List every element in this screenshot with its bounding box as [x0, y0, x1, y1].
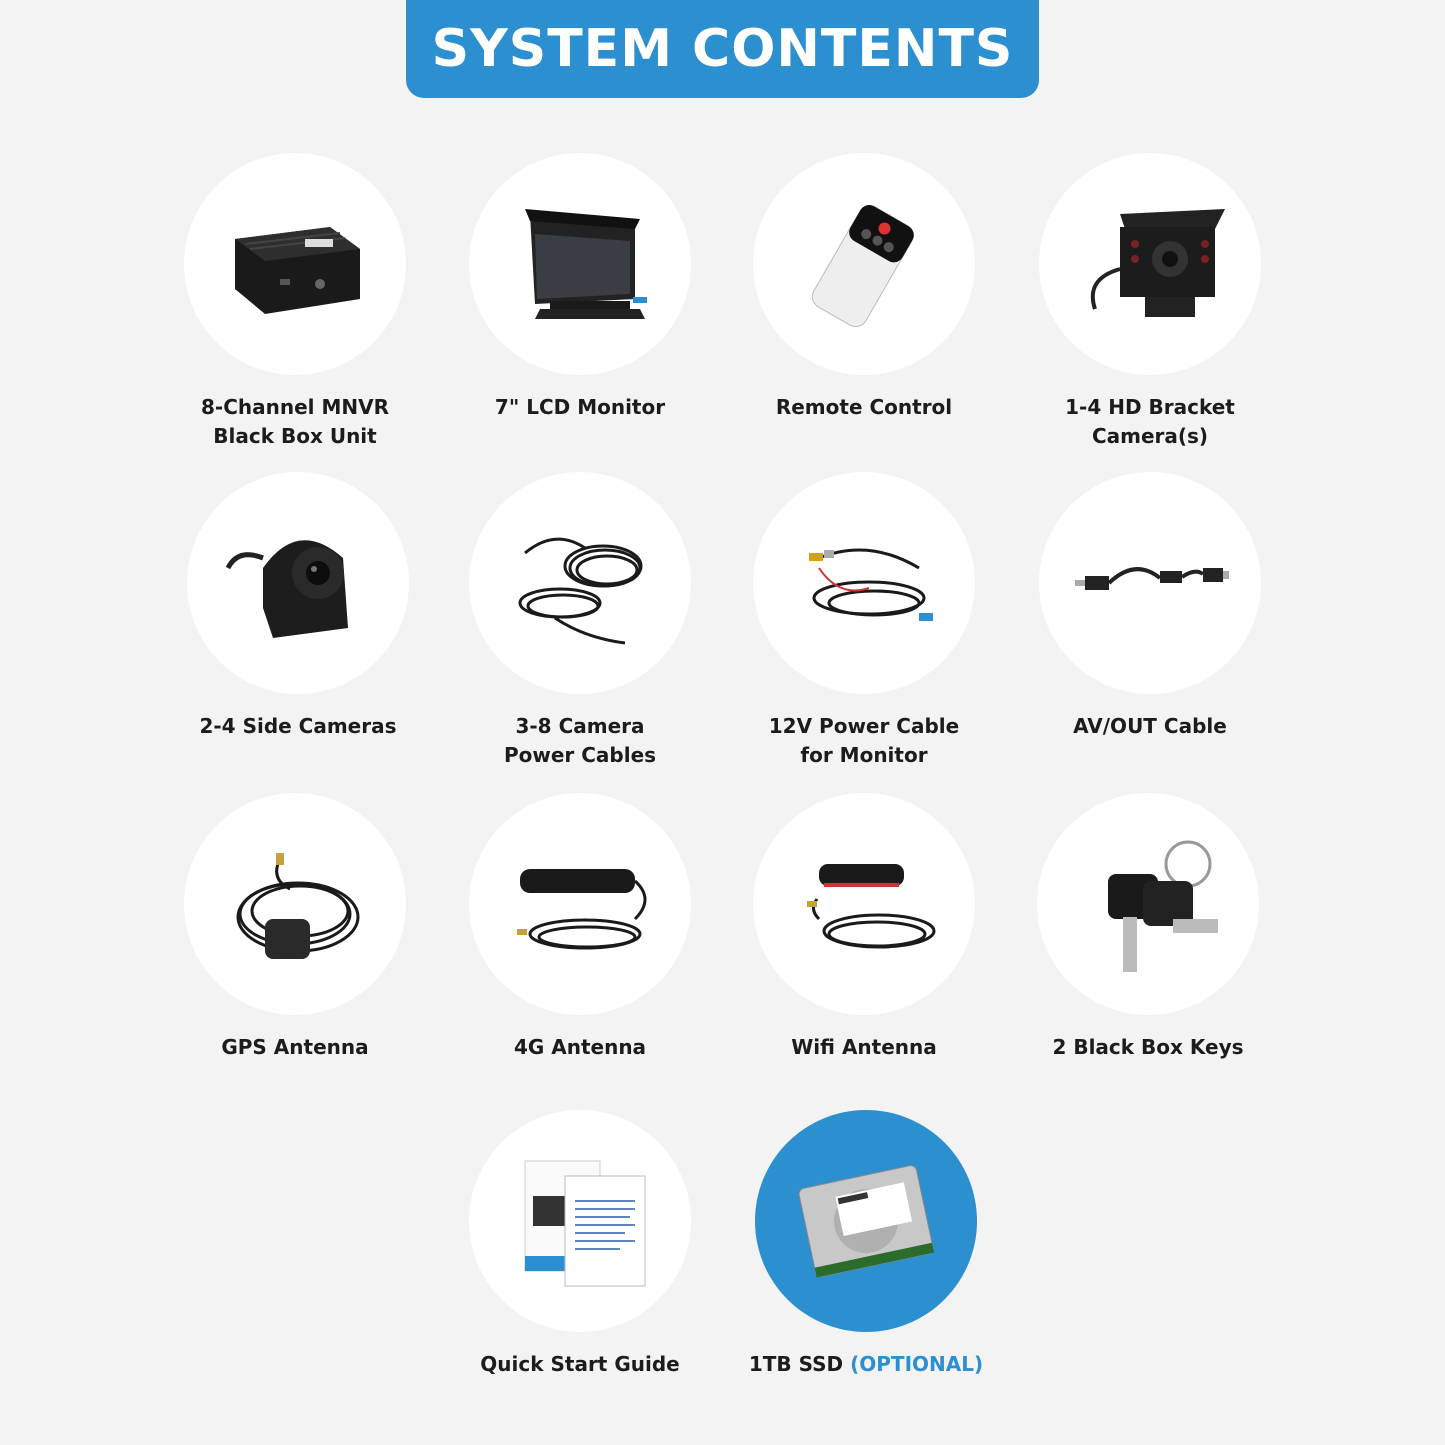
- camera-cable-icon: [518, 537, 643, 645]
- item-image-circle: [184, 793, 406, 1015]
- item-image-circle: [1039, 153, 1261, 375]
- dvr-box-icon: [235, 227, 360, 314]
- item-image-circle: [469, 793, 691, 1015]
- side-camera-icon: [225, 540, 348, 638]
- item-image-circle: [755, 1110, 977, 1332]
- item-label: 8-Channel MNVR Black Box Unit: [200, 395, 389, 448]
- item-label: Wifi Antenna: [791, 1035, 937, 1059]
- manual-icon: [524, 1160, 646, 1287]
- power-cable-icon: [809, 548, 933, 621]
- item-label: 7" LCD Monitor: [494, 395, 666, 419]
- item-image-circle: [469, 153, 691, 375]
- av-cable-icon: [1075, 567, 1229, 590]
- keys-icon: [1108, 840, 1218, 972]
- ssd-label: 1TB SSD: [748, 1352, 844, 1376]
- item-image-circle: [753, 153, 975, 375]
- item-label: 1TB SSD (OPTIONAL): [716, 1350, 1016, 1379]
- item-image-circle: [184, 153, 406, 375]
- page-title: SYSTEM CONTENTS: [431, 19, 1014, 79]
- item-image-circle: [469, 1110, 691, 1332]
- item-image-circle: [753, 793, 975, 1015]
- ssd-icon: [798, 1165, 935, 1278]
- item-label: GPS Antenna: [221, 1035, 369, 1059]
- bracket-camera-icon: [1090, 209, 1225, 317]
- wifi-antenna-icon: [807, 864, 936, 949]
- remote-icon: [811, 205, 914, 328]
- item-label: 12V Power Cable for Monitor: [768, 714, 960, 767]
- item-label: Remote Control: [775, 395, 953, 419]
- optional-tag: (OPTIONAL): [850, 1352, 984, 1376]
- item-image-circle: [1037, 793, 1259, 1015]
- gps-antenna-icon: [236, 853, 360, 959]
- item-image-circle: [187, 472, 409, 694]
- item-image-circle: [1039, 472, 1261, 694]
- item-label: 2 Black Box Keys: [1052, 1035, 1244, 1059]
- monitor-icon: [525, 209, 647, 319]
- item-label: 3-8 Camera Power Cables: [503, 714, 657, 767]
- 4g-antenna-icon: [517, 869, 647, 950]
- item-label: Quick Start Guide: [480, 1352, 680, 1376]
- title-banner: SYSTEM CONTENTS: [406, 0, 1039, 98]
- item-label: 2-4 Side Cameras: [199, 714, 397, 738]
- item-image-circle: [753, 472, 975, 694]
- item-label: 1-4 HD Bracket Camera(s): [1065, 395, 1235, 448]
- item-label: AV/OUT Cable: [1073, 714, 1227, 738]
- item-label: 4G Antenna: [513, 1035, 647, 1059]
- item-image-circle: [469, 472, 691, 694]
